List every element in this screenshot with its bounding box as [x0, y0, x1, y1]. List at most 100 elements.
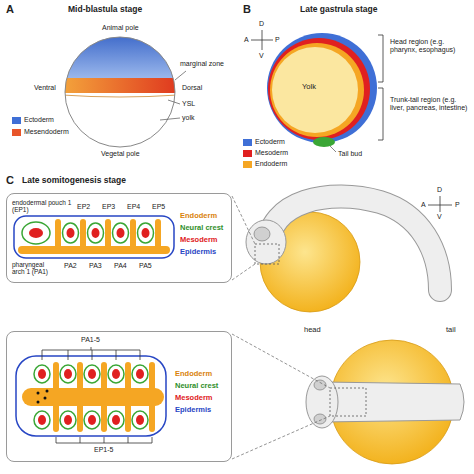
dorsal-view-embryo: [306, 340, 464, 464]
pharyngeal-region-dorsal: [136, 369, 144, 379]
pharyngeal-region-dorsal: [149, 362, 155, 432]
pharyngeal-region-side: [67, 228, 75, 238]
side-view-embryo: [254, 227, 270, 241]
callout-label: EP1-5: [94, 446, 113, 454]
end-label: tail: [446, 326, 456, 335]
pharyngeal-region-side: [63, 223, 79, 243]
region-label: Yolk: [302, 83, 316, 92]
legend-swatch: [243, 150, 252, 157]
axis-compass: [262, 30, 263, 50]
zoom-line: [232, 334, 330, 388]
blastula-embryo: [65, 37, 175, 147]
pharyngeal-region-side: [142, 228, 150, 238]
pharyngeal-region-dorsal: [64, 415, 72, 425]
axis-letter: D: [437, 186, 442, 194]
key-text: Mesoderm: [180, 236, 218, 245]
leader-line: [160, 71, 186, 120]
callout-label: PA5: [139, 262, 152, 270]
pharyngeal-region-side: [29, 228, 150, 238]
dorsal-view-embryo: [322, 382, 464, 422]
blastula-embryo: [60, 30, 190, 97]
axis-letter: A: [421, 201, 426, 209]
pharyngeal-region-dorsal: [34, 411, 50, 429]
pharyngeal-region-dorsal: [46, 390, 49, 393]
pharyngeal-region-dorsal: [108, 411, 124, 429]
pharyngeal-region-side: [105, 219, 111, 249]
callout-label: EP5: [152, 203, 165, 211]
zoom-line: [232, 196, 255, 244]
pharyngeal-region-side: [14, 216, 174, 258]
pharyngeal-region-side: [117, 228, 125, 238]
gastrula-embryo: [268, 38, 370, 140]
axis-letter: P: [275, 36, 280, 44]
panel-letter: A: [6, 3, 14, 16]
blastula-embryo: [62, 95, 178, 97]
pharyngeal-region-dorsal: [53, 362, 59, 432]
callout-label: PA2: [64, 262, 77, 270]
pharyngeal-region-dorsal: [34, 365, 50, 383]
pharyngeal-region-dorsal: [60, 365, 76, 383]
pole-label: Vegetal pole: [101, 150, 140, 158]
region-bracket: [378, 35, 383, 140]
axis-compass: [251, 30, 273, 50]
callout-label: PA4: [114, 262, 127, 270]
axis-letter: P: [455, 201, 460, 209]
pharyngeal-region-side: [29, 228, 43, 238]
axis-letter: V: [437, 213, 442, 221]
side-view-embryo: [255, 244, 279, 264]
gastrula-embryo: [267, 33, 377, 143]
legend-text: Endoderm: [255, 160, 287, 168]
pharyngeal-region-side: [55, 219, 61, 249]
pharyngeal-region-side: [80, 219, 86, 249]
zoom-line: [232, 264, 255, 280]
callout-label: EP4: [127, 203, 140, 211]
pharyngeal-region-dorsal: [37, 401, 40, 404]
pharyngeal-region-dorsal: [136, 415, 144, 425]
pharyngeal-region-dorsal: [125, 362, 131, 432]
region-label: yolk: [182, 114, 194, 122]
stage-title: Late gastrula stage: [300, 5, 377, 15]
zoom-line: [232, 416, 330, 459]
pharyngeal-region-side: [92, 228, 100, 238]
legend-text: Ectoderm: [24, 116, 54, 124]
key-text: Endoderm: [175, 370, 212, 379]
callout-label: pharyngeal arch 1 (PA1): [12, 261, 58, 276]
pharyngeal-region-dorsal: [60, 411, 76, 429]
legend-swatch: [243, 161, 252, 168]
key-text: Endoderm: [180, 212, 217, 221]
callout-label: EP2: [77, 203, 90, 211]
pharyngeal-region-dorsal: [101, 362, 107, 432]
side-view-embryo: [268, 197, 440, 290]
callout-label: PA1-5: [81, 336, 100, 344]
legend-swatch: [12, 117, 21, 124]
gastrula-embryo: [313, 137, 335, 147]
pharyngeal-region-side: [138, 223, 154, 243]
side-view-embryo: [246, 197, 440, 312]
panel-letter: C: [6, 174, 14, 187]
stage-title: Late somitogenesis stage: [22, 176, 126, 186]
region-bracket: [378, 88, 383, 140]
pharyngeal-region-side: [113, 223, 129, 243]
side-view-embryo: [246, 220, 286, 264]
pharyngeal-region-dorsal: [64, 369, 72, 379]
pharyngeal-region-dorsal: [22, 388, 164, 406]
legend-text: Mesoderm: [255, 149, 288, 157]
pharyngeal-region-side: [22, 222, 154, 244]
end-label: head: [304, 326, 321, 335]
pharyngeal-region-dorsal: [38, 369, 46, 379]
pharyngeal-region-dorsal: [16, 356, 166, 436]
pharyngeal-region-dorsal: [37, 392, 40, 395]
pharyngeal-region-dorsal: [84, 411, 100, 429]
pharyngeal-region-dorsal: [37, 390, 49, 404]
leader-line: [160, 118, 180, 120]
key-text: Neural crest: [180, 224, 223, 233]
leader-line: [330, 146, 336, 152]
zoom-line: [232, 196, 255, 280]
pharyngeal-region-dorsal: [38, 369, 144, 425]
pharyngeal-region-dorsal: [112, 415, 120, 425]
pharyngeal-region-dorsal: [38, 415, 46, 425]
pharyngeal-region-dorsal: [88, 369, 96, 379]
dorsal-view-embryo: [330, 388, 366, 416]
region-label: marginal zone: [180, 60, 224, 68]
